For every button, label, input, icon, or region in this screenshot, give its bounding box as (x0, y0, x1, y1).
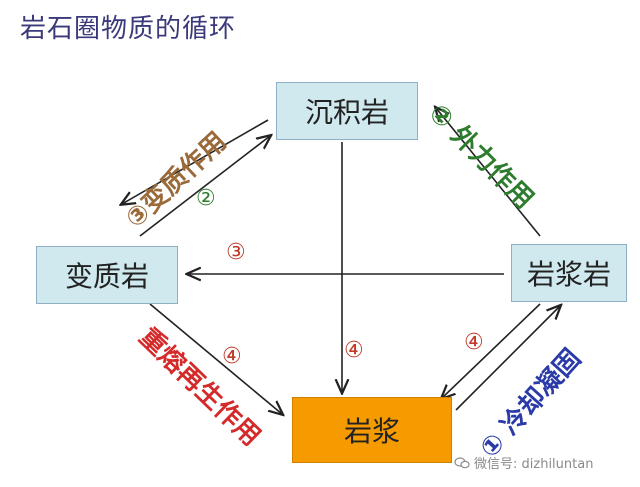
arrow-ign-to-magma (442, 303, 541, 398)
marker-4-center: ④ (344, 338, 364, 363)
marker-2-left: ② (196, 186, 216, 211)
watermark: 微信号: dizhiluntan (454, 453, 593, 472)
node-metamorphic-rock: 变质岩 (36, 246, 178, 304)
node-sedimentary-rock: 沉积岩 (276, 82, 418, 140)
arrow-magma-to-ign (455, 306, 560, 411)
marker-4-right: ④ (464, 330, 484, 355)
arrow-meta-to-magma (149, 303, 282, 414)
watermark-text: 微信号: dizhiluntan (474, 457, 594, 472)
wechat-icon (454, 456, 470, 468)
arrow-meta-to-sed (139, 136, 270, 237)
marker-3-mid: ③ (226, 240, 246, 265)
node-magma: 岩浆 (292, 397, 452, 463)
marker-4-left: ④ (222, 344, 242, 369)
diagram-title: 岩石圈物质的循环 (20, 14, 237, 44)
node-igneous-rock: 岩浆岩 (511, 244, 627, 302)
arrow-sed-to-meta (122, 119, 269, 204)
arrow-ign-to-sed (436, 108, 541, 237)
